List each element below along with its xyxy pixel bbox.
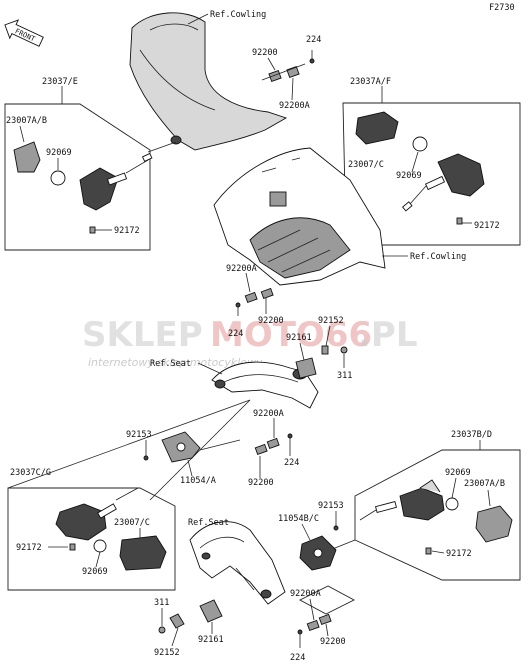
signal-front-right — [355, 111, 485, 225]
label-ref-seat-mid: Ref.Seat — [150, 359, 191, 369]
label-224-lower: 224 — [290, 653, 305, 663]
label-ref-cowling-mid: Ref.Cowling — [410, 252, 466, 262]
label-92200-top: 92200 — [252, 48, 278, 58]
watermark-brand-a: SKLEP — [82, 315, 203, 355]
label-23037c-g: 23037C/G — [10, 468, 51, 478]
part-311-bottom — [158, 626, 166, 634]
label-92069-lower-left: 92069 — [82, 567, 108, 577]
part-92152-bottom — [169, 613, 185, 629]
label-11054-a: 11054/A — [180, 476, 216, 486]
label-92172-upper-left: 92172 — [114, 226, 140, 236]
upper-cowling-part — [129, 12, 288, 151]
label-92153-right: 92153 — [318, 501, 344, 511]
label-92200a-lower-mid: 92200A — [253, 409, 284, 419]
label-224-lower-mid: 224 — [284, 458, 299, 468]
front-arrow-badge: FRONT — [4, 19, 44, 47]
label-23037b-d: 23037B/D — [451, 430, 492, 440]
label-92161-bottom: 92161 — [198, 635, 224, 645]
label-311-bottom: 311 — [154, 598, 169, 608]
part-92153-right — [333, 525, 339, 531]
label-92172-lower-left: 92172 — [16, 543, 42, 553]
label-92069-upper-right: 92069 — [396, 171, 422, 181]
part-92161-mid — [295, 357, 317, 379]
label-ref-seat-bottom: Ref.Seat — [188, 518, 229, 528]
bracket-11054bc-part — [299, 535, 337, 571]
part-92153-left — [143, 455, 149, 461]
label-23007c-lower: 23007/C — [114, 518, 150, 528]
label-92069-lower-right: 92069 — [445, 468, 471, 478]
middle-cowling-part — [213, 147, 386, 286]
watermark: SKLEP MOTO66 .PL internetowy sklep motoc… — [82, 315, 418, 369]
label-92153-left: 92153 — [126, 430, 152, 440]
label-23037-e: 23037/E — [42, 77, 78, 87]
label-92200a-top: 92200A — [279, 101, 310, 111]
label-92152-bottom: 92152 — [154, 648, 180, 658]
group-box-23037c-g — [7, 487, 176, 591]
fastener-group-lower-mid — [254, 433, 293, 456]
label-92200a-mid: 92200A — [226, 264, 257, 274]
label-92200-mid: 92200 — [258, 316, 284, 326]
label-224-top: 224 — [306, 35, 321, 45]
fastener-group-lower — [297, 613, 332, 648]
label-23007ab-lower: 23007A/B — [464, 479, 505, 489]
label-92172-upper-right: 92172 — [474, 221, 500, 231]
signal-rear-right — [359, 479, 513, 555]
part-92161-bottom — [199, 599, 223, 623]
fastener-group-middle — [235, 287, 274, 316]
watermark-brand-c: .PL — [358, 315, 418, 355]
watermark-tagline: internetowy sklep motocyklowy — [88, 356, 263, 369]
label-23037a-f: 23037A/F — [350, 77, 391, 87]
seat-bracket-lower-part — [189, 521, 286, 605]
bracket-11054a-part — [161, 431, 201, 463]
label-92200a-lower: 92200A — [290, 589, 321, 599]
label-92161-mid: 92161 — [286, 333, 312, 343]
part-311-mid — [340, 346, 348, 354]
group-box-23037-e — [4, 103, 151, 251]
label-23007ab-upper: 23007A/B — [6, 116, 47, 126]
label-92069-upper-left: 92069 — [46, 148, 72, 158]
label-311-mid: 311 — [337, 371, 352, 381]
part-92152-mid — [321, 345, 329, 355]
fastener-group-upper — [261, 50, 315, 83]
group-box-lower-fasteners — [299, 585, 355, 615]
label-ref-cowling-top: Ref.Cowling — [210, 10, 266, 20]
label-224-mid: 224 — [228, 329, 243, 339]
label-92200-lower: 92200 — [320, 637, 346, 647]
signal-rear-left — [55, 487, 167, 571]
label-11054bc: 11054B/C — [278, 514, 319, 524]
figure-code: F2730 — [489, 3, 515, 13]
label-92152-mid: 92152 — [318, 316, 344, 326]
label-23007c-upper: 23007/C — [348, 160, 384, 170]
signal-front-left — [13, 141, 153, 234]
label-92200-lower-mid: 92200 — [248, 478, 274, 488]
label-92172-lower-right: 92172 — [446, 549, 472, 559]
